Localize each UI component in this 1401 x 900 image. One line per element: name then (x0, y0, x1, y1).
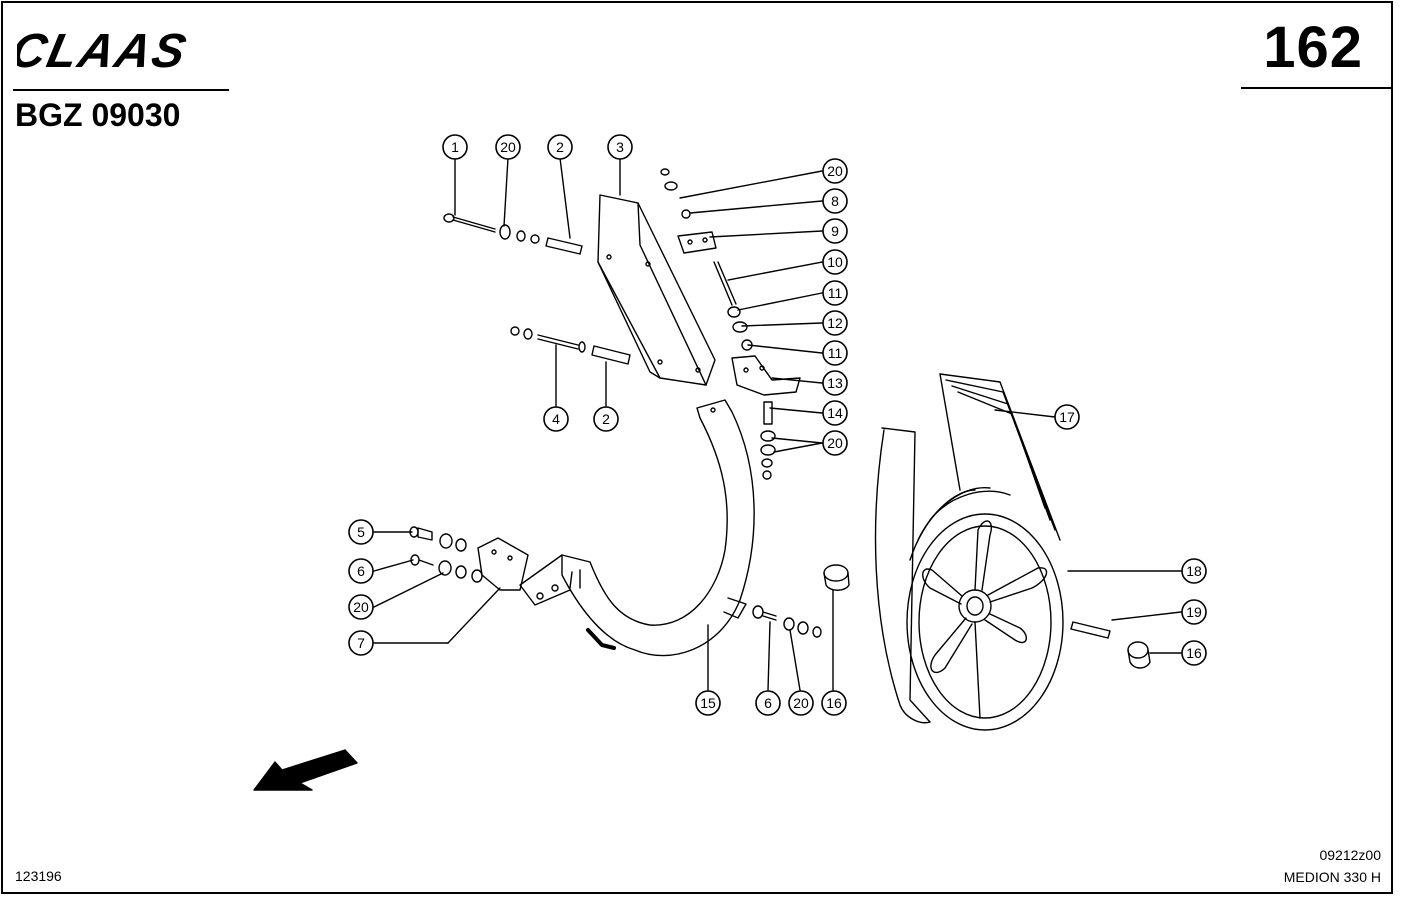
model-name: MEDION 330 H (1283, 869, 1381, 885)
svg-text:17: 17 (1059, 409, 1075, 425)
callout-6[interactable]: 6 (348, 558, 374, 584)
svg-text:13: 13 (827, 375, 843, 391)
svg-text:16: 16 (1186, 645, 1202, 661)
svg-text:20: 20 (500, 139, 516, 155)
callout-6[interactable]: 6 (755, 690, 781, 716)
callout-7[interactable]: 7 (348, 630, 374, 656)
leader-lines (373, 157, 1182, 691)
svg-text:5: 5 (357, 524, 365, 540)
callout-16[interactable]: 16 (821, 690, 847, 716)
svg-text:3: 3 (616, 139, 624, 155)
callout-3[interactable]: 3 (607, 134, 633, 160)
svg-text:8: 8 (831, 193, 839, 209)
callout-bubbles: 1 20 2 3 20 8 9 10 11 12 11 13 14 20 17 … (348, 134, 1207, 716)
callout-11[interactable]: 11 (822, 340, 848, 366)
svg-text:10: 10 (827, 254, 843, 270)
right-hardware-stack (660, 168, 801, 480)
group-code: BGZ 09030 (15, 97, 181, 133)
pulley-part-18 (906, 487, 1064, 731)
callout-11[interactable]: 11 (822, 280, 848, 306)
drawing-ref: 09212z00 (1319, 847, 1381, 863)
callout-2[interactable]: 2 (593, 406, 619, 432)
callout-17[interactable]: 17 (1054, 404, 1080, 430)
svg-text:20: 20 (827, 163, 843, 179)
svg-text:6: 6 (764, 695, 772, 711)
svg-text:9: 9 (831, 223, 839, 239)
svg-text:19: 19 (1186, 604, 1202, 620)
middle-bolt-assembly (510, 326, 631, 365)
bushing-part-16-left (823, 564, 850, 591)
svg-text:2: 2 (556, 139, 564, 155)
callout-5[interactable]: 5 (348, 519, 374, 545)
callout-10[interactable]: 10 (822, 249, 848, 275)
claas-logo: CLAAS (17, 25, 192, 75)
header-rule-right (1241, 87, 1391, 89)
svg-text:16: 16 (826, 695, 842, 711)
callout-16[interactable]: 16 (1181, 640, 1207, 666)
callout-20[interactable]: 20 (788, 690, 814, 716)
callout-20[interactable]: 20 (822, 158, 848, 184)
svg-text:11: 11 (828, 345, 843, 361)
v-belt-part-17 (874, 373, 1061, 724)
svg-text:12: 12 (827, 315, 843, 331)
svg-text:11: 11 (828, 285, 843, 301)
header-rule-left (13, 89, 229, 91)
belt-guard-part-15 (519, 399, 755, 657)
callout-1[interactable]: 1 (442, 134, 468, 160)
page-number: 162 (1263, 15, 1363, 80)
svg-text:20: 20 (827, 435, 843, 451)
svg-text:1: 1 (451, 139, 459, 155)
svg-text:7: 7 (357, 635, 365, 651)
svg-text:20: 20 (353, 599, 369, 615)
footer-right: 09212z00 MEDION 330 H (1284, 844, 1381, 888)
callout-4[interactable]: 4 (543, 406, 569, 432)
claas-logo-text: CLAAS (17, 25, 192, 75)
callout-19[interactable]: 19 (1181, 599, 1207, 625)
callout-20[interactable]: 20 (495, 134, 521, 160)
callout-8[interactable]: 8 (822, 188, 848, 214)
callout-20[interactable]: 20 (822, 430, 848, 456)
callout-15[interactable]: 15 (695, 690, 721, 716)
date-code: 123196 (15, 868, 62, 884)
pin-part-19 (1070, 621, 1111, 639)
top-bolt-assembly (443, 213, 583, 255)
bracket-part-3 (597, 194, 716, 386)
callout-2[interactable]: 2 (547, 134, 573, 160)
direction-arrow (253, 749, 358, 791)
svg-text:4: 4 (552, 411, 560, 427)
bushing-part-16-right (1127, 641, 1151, 669)
svg-text:2: 2 (602, 411, 610, 427)
callout-18[interactable]: 18 (1181, 558, 1207, 584)
callout-20[interactable]: 20 (348, 594, 374, 620)
callout-12[interactable]: 12 (822, 310, 848, 336)
callout-9[interactable]: 9 (822, 218, 848, 244)
svg-text:15: 15 (700, 695, 716, 711)
bracket-part-7 (409, 526, 529, 591)
lower-bolt-assembly (752, 605, 822, 638)
callout-13[interactable]: 13 (822, 370, 848, 396)
svg-text:18: 18 (1186, 563, 1202, 579)
svg-text:20: 20 (793, 695, 809, 711)
svg-text:14: 14 (827, 405, 843, 421)
callout-14[interactable]: 14 (822, 400, 848, 426)
svg-text:6: 6 (357, 563, 365, 579)
